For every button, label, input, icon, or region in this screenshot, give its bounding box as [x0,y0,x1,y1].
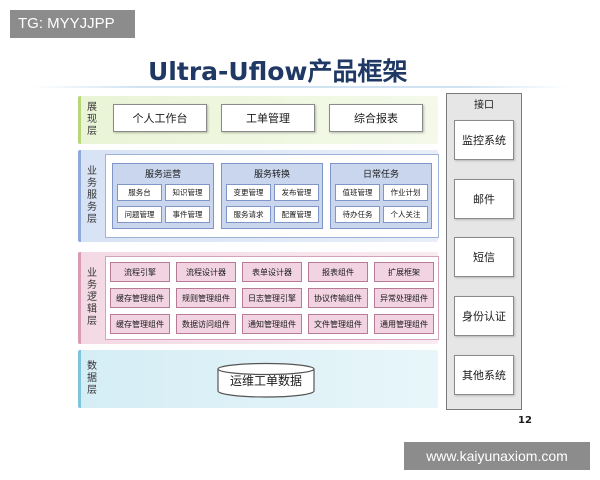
logic-component: 报表组件 [308,262,368,282]
watermark-bottom: www.kaiyunaxiom.com [404,442,590,470]
data-layer-label: 数 据 层 [87,361,97,396]
logic-component: 流程设计器 [176,262,236,282]
logic-component: 表单设计器 [242,262,302,282]
service-item: 待办任务 [335,206,380,223]
logic-container: 流程引擎 流程设计器 表单设计器 报表组件 扩展框架 缓存管理组件 规则管理组件… [105,256,439,340]
service-group-transition: 服务转换 变更管理 发布管理 服务请求 配置管理 [221,163,323,229]
service-layer-label: 业 务 服 务 层 [87,166,97,225]
service-item: 事件管理 [165,206,210,223]
service-item: 配置管理 [274,206,319,223]
database-cylinder-icon [217,362,315,398]
service-item: 变更管理 [226,184,271,201]
service-container: 服务运营 服务台 知识管理 问题管理 事件管理 服务转换 变更管理 发布管理 服… [105,154,439,238]
presentation-item-ticket: 工单管理 [221,104,315,132]
logic-component: 数据访问组件 [176,314,236,334]
presentation-item-workbench: 个人工作台 [113,104,207,132]
service-item: 服务台 [117,184,162,201]
interface-item-auth: 身份认证 [454,296,514,336]
logic-component: 通知管理组件 [242,314,302,334]
logic-component: 规则管理组件 [176,288,236,308]
service-group-title: 日常任务 [362,170,399,180]
service-group-daily-tasks: 日常任务 值班管理 作业计划 待办任务 个人关注 [330,163,432,229]
service-group-title: 服务运营 [144,170,181,180]
interface-item-email: 邮件 [454,179,514,219]
presentation-layer: 展 现 层 个人工作台 工单管理 综合报表 [78,96,438,144]
service-item: 服务请求 [226,206,271,223]
service-item: 发布管理 [274,184,319,201]
logic-component: 协议传输组件 [308,288,368,308]
interface-item-sms: 短信 [454,237,514,277]
presentation-item-report: 综合报表 [329,104,423,132]
service-item: 作业计划 [383,184,428,201]
page-title: Ultra-Uflow产品框架 [148,57,408,86]
logic-component: 通用管理组件 [374,314,434,334]
title-divider [32,86,570,88]
logic-layer-label: 业 务 逻 辑 层 [87,268,97,327]
service-item: 知识管理 [165,184,210,201]
service-group-title: 服务转换 [253,170,290,180]
logic-component: 扩展框架 [374,262,434,282]
logic-component: 异常处理组件 [374,288,434,308]
service-layer: 业 务 服 务 层 服务运营 服务台 知识管理 问题管理 事件管理 服务转换 变… [78,150,439,242]
logic-component: 流程引擎 [110,262,170,282]
presentation-layer-label: 展 现 层 [87,102,97,137]
interface-item-other: 其他系统 [454,355,514,395]
service-item: 问题管理 [117,206,162,223]
service-group-operations: 服务运营 服务台 知识管理 问题管理 事件管理 [112,163,214,229]
watermark-top: TG: MYYJJPP [10,10,135,38]
logic-component: 缓存管理组件 [110,314,170,334]
service-item: 值班管理 [335,184,380,201]
logic-component: 文件管理组件 [308,314,368,334]
interface-panel: 接口 监控系统 邮件 短信 身份认证 其他系统 [446,93,522,410]
logic-layer: 业 务 逻 辑 层 流程引擎 流程设计器 表单设计器 报表组件 扩展框架 缓存管… [78,252,439,344]
data-store-label: 运维工单数据 [229,374,302,388]
page-number: 12 [518,415,532,426]
service-item: 个人关注 [383,206,428,223]
interface-item-monitoring: 监控系统 [454,120,514,160]
interface-title: 接口 [474,100,494,111]
logic-component: 日志管理引擎 [242,288,302,308]
logic-component: 缓存管理组件 [110,288,170,308]
